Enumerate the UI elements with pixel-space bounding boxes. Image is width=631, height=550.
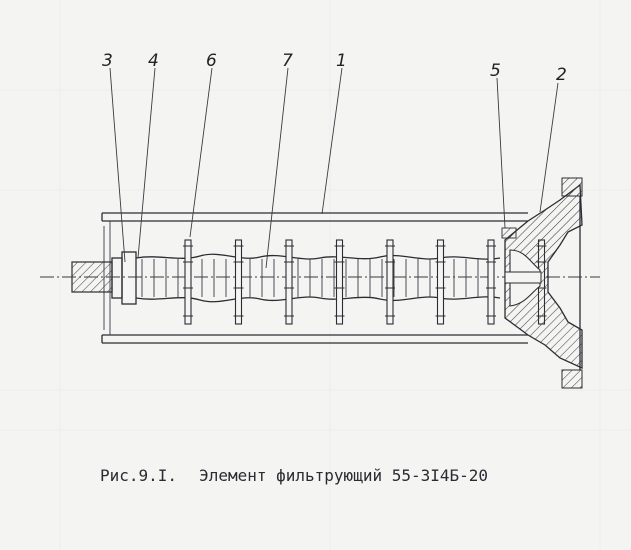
figure-title: Элемент фильтрующий 55-3I4Б-20: [199, 466, 489, 485]
filter-disk: [385, 239, 395, 325]
callout-7: 7: [282, 51, 293, 71]
filter-disk: [435, 239, 446, 325]
figure-caption: Рис.9.I. Элемент фильтрующий 55-3I4Б-20: [100, 466, 620, 485]
filter-disk: [183, 239, 193, 325]
callout-3: 3: [102, 51, 113, 71]
callouts: 1 2 3 4 5 6 7: [102, 51, 567, 85]
filter-disks: [183, 239, 547, 325]
filter-disk: [486, 239, 496, 325]
figure-number: Рис.9.I.: [100, 466, 178, 485]
leader-lines: [109, 67, 559, 269]
callout-4: 4: [148, 51, 159, 71]
filter-disk: [334, 239, 345, 325]
callout-6: 6: [206, 51, 217, 71]
callout-1: 1: [336, 51, 347, 71]
filter-disk: [284, 239, 294, 325]
filter-disk: [233, 239, 244, 325]
end-cap: [501, 177, 583, 389]
callout-5: 5: [490, 61, 501, 81]
callout-2: 2: [556, 65, 567, 85]
